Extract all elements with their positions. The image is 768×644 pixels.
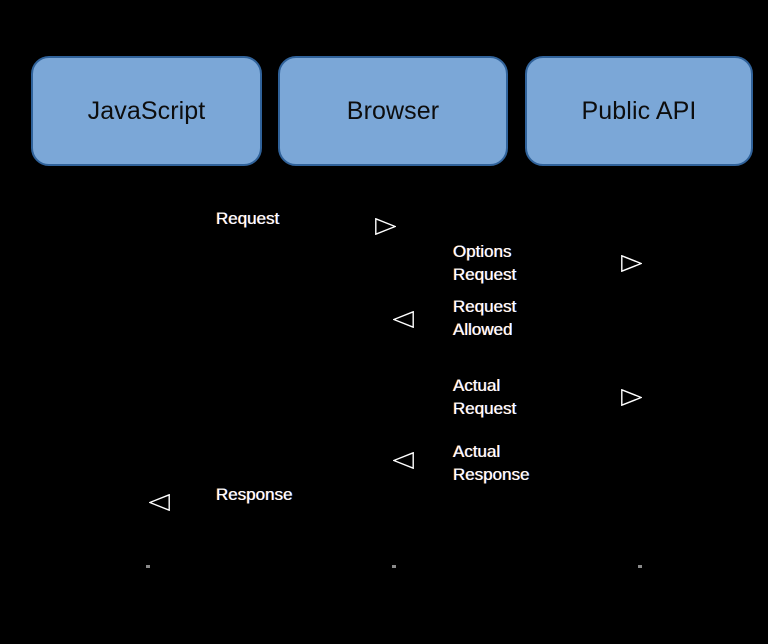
arrowhead-left-response (149, 494, 170, 511)
message-label-request-allowed: Request Allowed (453, 297, 517, 339)
lifeline-end-marker-javascript (146, 565, 150, 568)
participant-label: Browser (346, 96, 440, 125)
message-line-actual-response (393, 460, 639, 461)
lifeline-public-api (639, 166, 640, 565)
lifeline-end-marker-browser (392, 565, 396, 568)
message-line-request (147, 226, 393, 227)
message-label-request: Request (216, 209, 280, 228)
lifeline-browser (393, 166, 394, 565)
arrowhead-right-options-request (621, 255, 642, 272)
lifeline-end-marker-public-api (638, 565, 642, 568)
arrowhead-right-request (375, 218, 396, 235)
message-line-response (147, 502, 393, 503)
message-line-actual-request (393, 397, 639, 398)
arrowhead-right-actual-request (621, 389, 642, 406)
message-line-options-request (393, 263, 639, 264)
participant-public-api[interactable]: Public API (525, 56, 753, 166)
arrowhead-left-actual-response (393, 452, 414, 469)
participant-javascript[interactable]: JavaScript (31, 56, 262, 166)
message-line-request-allowed (393, 318, 639, 319)
lifeline-javascript (147, 166, 148, 565)
message-label-actual-response: Actual Response (453, 442, 530, 484)
participant-label: JavaScript (87, 96, 206, 125)
message-label-response: Response (216, 485, 293, 504)
message-label-actual-request: Actual Request (453, 376, 517, 418)
participant-browser[interactable]: Browser (278, 56, 508, 166)
message-label-options-request: Options Request (453, 242, 517, 284)
arrowhead-left-request-allowed (393, 311, 414, 328)
participant-label: Public API (581, 96, 697, 125)
